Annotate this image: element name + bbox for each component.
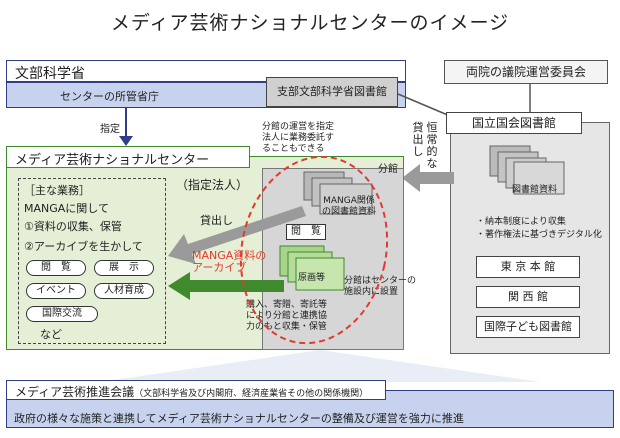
council-header: メディア芸術推進会議（文部科学省及び内閣府、経済産業省その他の関係機関） [6, 380, 386, 400]
center-header: メディア芸術ナショナルセンター [6, 146, 250, 168]
originals-label: 原画等 [298, 273, 326, 283]
ndl-branch-children: 国際子ども図書館 [476, 316, 580, 338]
duty-pill-event: イベント [26, 283, 86, 299]
ndl-branch-tokyo: 東 京 本 館 [476, 256, 580, 278]
branch-label: 分館 [378, 164, 398, 175]
branch-viewing-box: 閲 覧 [286, 224, 326, 240]
ndl-stack-label: 図書館資料 [512, 185, 558, 195]
ndl-lending-arrow [402, 164, 454, 192]
main-duties-box [18, 178, 166, 344]
ndl-header: 国立国会図書館 [446, 112, 582, 134]
designated-corporation-label: （指定法人） [176, 178, 249, 192]
mext-header: 文部科学省 [6, 60, 406, 82]
council-support-wedge [100, 350, 540, 382]
mext-library-box: 支部文部科学省図書館 [266, 77, 398, 107]
archive-arrow [168, 272, 284, 300]
acquisition-note: 購入、寄贈、寄託等により分館と連携協力のもと収集・保管 [246, 300, 328, 332]
designation-label: 指定 [100, 124, 120, 135]
ndl-document-stack [489, 145, 565, 195]
constant-lending-label: 恒常的な [426, 121, 438, 170]
duty-line: ②アーカイブを生かして [24, 240, 143, 253]
duties-heading: ［主な業務］ [24, 184, 90, 197]
manga-docs-label: MANGA関係の図書館資料 [322, 196, 377, 217]
committee-box: 両院の議院運営委員会 [444, 60, 608, 84]
council-name: メディア芸術推進会議 [15, 385, 135, 399]
committee-connector [529, 84, 531, 112]
manga-doc-stack [303, 171, 373, 215]
designation-arrow [119, 108, 133, 146]
archive-label: MANGA資料のアーカイブ [192, 249, 267, 274]
archive-highlight-ellipse [239, 155, 389, 345]
branch-location-note: 分館はセンターの施設内に設置 [344, 276, 417, 297]
constant-lending-label-2: 貸出し [412, 121, 424, 158]
originals-stack [279, 245, 345, 291]
ndl-branch-kansai: 関 西 館 [476, 286, 580, 308]
branch-ops-note: 分館の運営を指定法人に業務委託することもできる [262, 122, 335, 154]
duty-line: ①資料の収集、保管 [24, 220, 122, 233]
council-members: （文部科学省及び内閣府、経済産業省その他の関係機関） [134, 389, 369, 399]
lending-label: 貸出し [200, 214, 233, 227]
duty-pill-viewing: 閲 覧 [26, 260, 86, 276]
duties-etc: など [40, 328, 62, 341]
duty-line: MANGAに関して [24, 202, 109, 215]
lending-arrow [168, 206, 306, 264]
ndl-notes: ・納本制度により収集・著作権法に基づきデジタル化 [476, 217, 602, 240]
duty-pill-intl-exchange: 国際交流 [26, 306, 98, 322]
duty-pill-training: 人材育成 [94, 283, 154, 299]
mext-caption: センターの所管省庁 [60, 90, 159, 103]
duty-pill-exhibition: 展 示 [94, 260, 154, 276]
council-description: 政府の様々な施策と連携してメディア芸術ナショナルセンターの整備及び運営を強力に推… [14, 412, 464, 425]
page-title: メディア芸術ナショナルセンターのイメージ [110, 12, 510, 34]
library-ndl-connector [398, 93, 451, 117]
